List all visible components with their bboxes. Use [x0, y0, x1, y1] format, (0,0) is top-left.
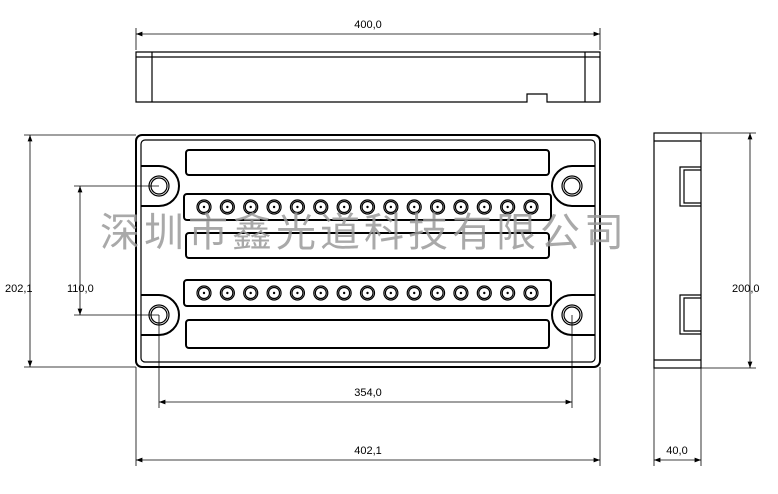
terminal-screw: [429, 285, 446, 301]
terminal-screw: [406, 199, 422, 215]
terminal-screw: [359, 285, 376, 301]
terminal-screw: [266, 285, 282, 301]
dimension-top-width: 400,0: [354, 19, 382, 31]
dimension-depth: 40,0: [666, 445, 687, 457]
terminal-screw: [406, 285, 422, 301]
dimension-side-height: 200,0: [732, 283, 760, 295]
terminal-screw: [359, 199, 376, 215]
terminal-strip-1: [183, 193, 552, 221]
terminal-screw: [383, 199, 399, 215]
side-view: 200,0: [653, 132, 760, 369]
mounting-hole: [561, 175, 583, 197]
terminal-screw: [196, 199, 212, 215]
slot-top: [185, 149, 550, 176]
dimension-overall-height: 202,1: [5, 283, 33, 295]
dimension-overall-width: 402,1: [354, 445, 382, 457]
terminal-screw: [196, 285, 212, 301]
terminal-screw: [383, 285, 399, 301]
terminal-screw: [336, 199, 352, 215]
terminal-screw: [453, 199, 469, 215]
terminal-screw: [336, 285, 352, 301]
terminal-screw: [266, 199, 282, 215]
terminal-screw: [219, 285, 235, 301]
slot-middle: [185, 232, 550, 259]
terminal-screw: [476, 199, 492, 215]
terminal-screw: [243, 285, 259, 301]
terminal-screw: [219, 199, 235, 215]
terminal-screw: [243, 199, 259, 215]
terminal-strip-2: [183, 279, 552, 307]
terminal-screw: [289, 285, 306, 301]
terminal-screw: [500, 199, 516, 215]
front-view: [135, 134, 601, 368]
top-view: 400,0: [135, 19, 601, 103]
terminal-screw: [313, 285, 329, 301]
dimension-hole-vertical: 110,0: [67, 283, 94, 295]
terminal-screw: [429, 199, 446, 215]
slot-bottom: [185, 319, 550, 349]
terminal-screw: [476, 285, 492, 301]
terminal-screw: [523, 285, 539, 301]
terminal-screw: [289, 199, 306, 215]
terminal-screw: [500, 285, 516, 301]
dimension-hole-horizontal: 354,0: [354, 387, 382, 399]
terminal-screw: [453, 285, 469, 301]
terminal-screw: [523, 199, 539, 215]
terminal-screw: [313, 199, 329, 215]
watermark: 深圳市鑫光道科技有限公司: [100, 210, 628, 256]
